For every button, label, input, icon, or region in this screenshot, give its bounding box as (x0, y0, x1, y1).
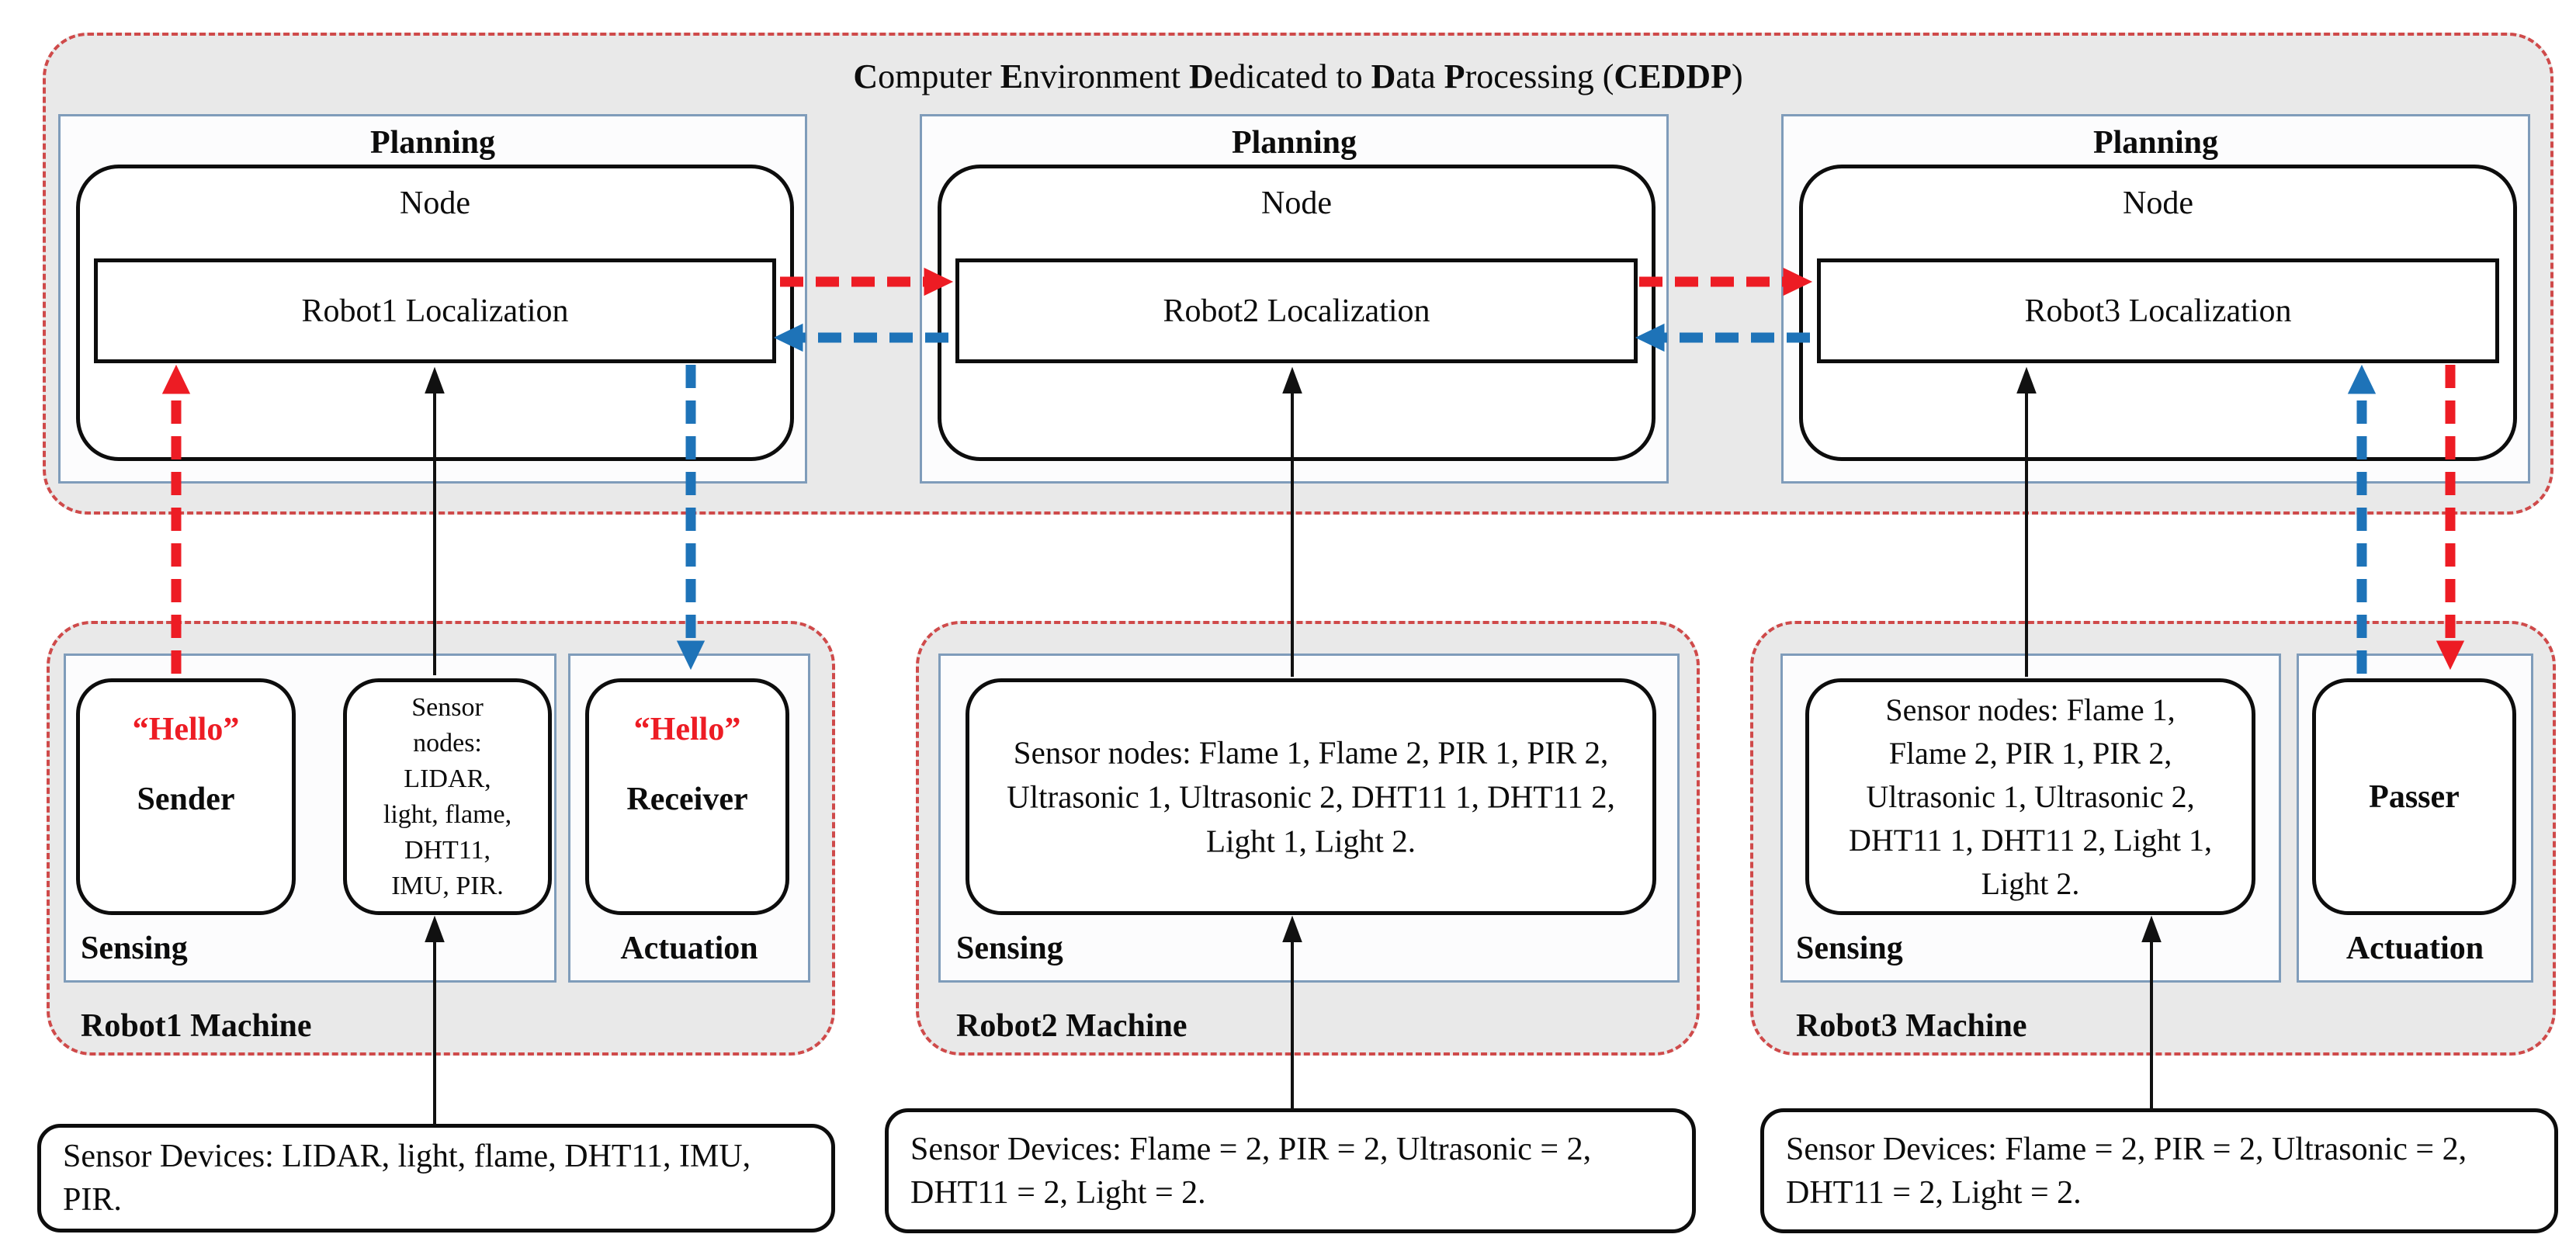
sender-label: Sender (137, 782, 235, 817)
sensing-label: Sensing (1796, 931, 1903, 966)
robot2-sensor-devices-text: Sensor Devices: Flame = 2, PIR = 2, Ultr… (910, 1131, 1592, 1211)
passer-box: Passer (2312, 678, 2516, 915)
hello-message: “Hello” (132, 712, 240, 747)
planning-panel-robot2: Planning Node Robot2 Localization (920, 114, 1669, 484)
robot3-sensor-devices-box: Sensor Devices: Flame = 2, PIR = 2, Ultr… (1760, 1108, 2558, 1233)
robot1-sensor-devices-text: Sensor Devices: LIDAR, light, flame, DHT… (63, 1139, 751, 1218)
passer-label: Passer (2369, 778, 2460, 815)
sensing-label: Sensing (81, 931, 188, 966)
sender-box: “Hello” Sender (76, 678, 296, 915)
actuation-label: Actuation (2345, 931, 2484, 966)
actuation-label: Actuation (620, 931, 758, 966)
node-label: Node (400, 185, 470, 221)
localization-label: Robot3 Localization (2024, 293, 2292, 329)
machine-name: Robot1 Machine (81, 1008, 312, 1044)
robot1-sensor-devices-box: Sensor Devices: LIDAR, light, flame, DHT… (37, 1124, 835, 1232)
robot1-sensor-nodes-text: Sensor nodes: LIDAR, light, flame, DHT11… (383, 693, 512, 900)
node-label: Node (1261, 185, 1332, 221)
planning-panel-robot1: Planning Node Robot1 Localization (58, 114, 807, 484)
robot3-sensor-nodes-text: Sensor nodes: Flame 1, Flame 2, PIR 1, P… (1848, 692, 2213, 901)
robot3-sensor-devices-text: Sensor Devices: Flame = 2, PIR = 2, Ultr… (1786, 1131, 2467, 1211)
robot3-sensor-nodes-box: Sensor nodes: Flame 1, Flame 2, PIR 1, P… (1805, 678, 2255, 915)
planning-label: Planning (369, 125, 496, 161)
hello-message: “Hello” (633, 712, 741, 747)
robot1-sensor-nodes-box: Sensor nodes: LIDAR, light, flame, DHT11… (343, 678, 552, 915)
robot2-sensor-devices-box: Sensor Devices: Flame = 2, PIR = 2, Ultr… (885, 1108, 1696, 1233)
localization-box-robot2: Robot2 Localization (955, 258, 1638, 363)
robot3-machine: Sensor nodes: Flame 1, Flame 2, PIR 1, P… (1750, 621, 2556, 1056)
ceddp-title: Computer Environment Dedicated to Data P… (853, 57, 1743, 95)
planning-label: Planning (1231, 125, 1357, 161)
machine-name: Robot3 Machine (1796, 1008, 2027, 1044)
sensing-label: Sensing (956, 931, 1063, 966)
planning-label: Planning (2092, 125, 2219, 161)
robot1-machine: “Hello” Sender Sensor nodes: LIDAR, ligh… (47, 621, 835, 1056)
machine-name: Robot2 Machine (956, 1008, 1187, 1044)
localization-label: Robot1 Localization (301, 293, 569, 329)
robot2-sensor-nodes-text: Sensor nodes: Flame 1, Flame 2, PIR 1, P… (1007, 734, 1615, 858)
localization-box-robot3: Robot3 Localization (1817, 258, 2499, 363)
node-label: Node (2123, 185, 2193, 221)
localization-box-robot1: Robot1 Localization (94, 258, 776, 363)
localization-label: Robot2 Localization (1163, 293, 1430, 329)
robot2-sensor-nodes-box: Sensor nodes: Flame 1, Flame 2, PIR 1, P… (966, 678, 1656, 915)
receiver-box: “Hello” Receiver (585, 678, 789, 915)
robot2-machine: Sensor nodes: Flame 1, Flame 2, PIR 1, P… (916, 621, 1700, 1056)
planning-panel-robot3: Planning Node Robot3 Localization (1781, 114, 2530, 484)
receiver-label: Receiver (626, 782, 748, 817)
